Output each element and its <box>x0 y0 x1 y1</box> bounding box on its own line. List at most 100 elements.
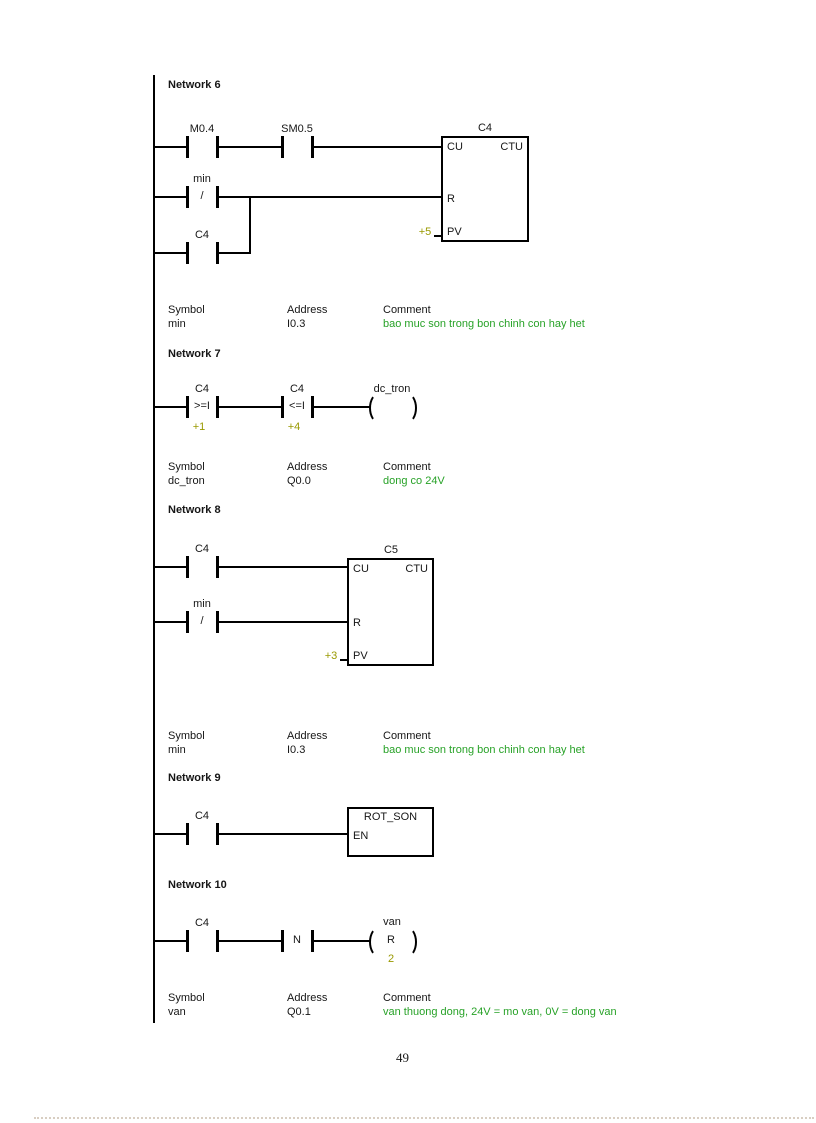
contact-bar <box>216 186 219 208</box>
compare-value-1: +1 <box>192 421 206 433</box>
contact-label-min: min <box>193 598 211 610</box>
wire-h <box>219 406 281 408</box>
td-comment: bao muc son trong bon chinh con hay het <box>383 744 585 756</box>
coil-right-arc <box>398 393 417 423</box>
contact-bar <box>186 611 189 633</box>
contact-bar <box>311 396 314 418</box>
compare-op-2: <=I <box>289 400 305 412</box>
contact-label-c4: C4 <box>194 810 210 822</box>
reset-coil-op: R <box>387 934 395 946</box>
coil-left-arc <box>369 927 388 957</box>
power-rail <box>153 75 155 1023</box>
wire-h <box>219 196 441 198</box>
td-address: Q0.1 <box>287 1006 311 1018</box>
counter-name: C5 <box>383 544 399 556</box>
th-symbol: Symbol <box>168 461 205 473</box>
td-address: I0.3 <box>287 744 306 756</box>
contact-bar <box>186 930 189 952</box>
wire-h <box>314 146 441 148</box>
pin-cu: CU <box>353 563 369 575</box>
td-comment: dong co 24V <box>383 475 445 487</box>
th-comment: Comment <box>383 304 431 316</box>
subroutine-name: ROT_SON <box>363 811 418 823</box>
counter-type: CTU <box>500 141 523 153</box>
contact-bar <box>216 242 219 264</box>
coil-label: dc_tron <box>373 383 411 395</box>
network-6-title: Network 6 <box>168 79 221 91</box>
th-address: Address <box>287 461 328 473</box>
contact-bar <box>186 823 189 845</box>
wire-h <box>314 406 371 408</box>
contact-bar <box>311 136 314 158</box>
footer-dotted-rule <box>34 1117 814 1119</box>
td-comment: van thuong dong, 24V = mo van, 0V = dong… <box>383 1006 617 1018</box>
coil-label: van <box>383 916 401 928</box>
counter-box-ctu: CU CTU R PV <box>347 558 434 666</box>
wire-h <box>219 833 347 835</box>
contact-label-sm05: SM0.5 <box>281 123 313 135</box>
th-symbol: Symbol <box>168 304 205 316</box>
pin-cu: CU <box>447 141 463 153</box>
contact-bar <box>186 396 189 418</box>
td-symbol: van <box>168 1006 186 1018</box>
th-symbol: Symbol <box>168 992 205 1004</box>
td-address: I0.3 <box>287 318 306 330</box>
wire-h <box>434 235 441 237</box>
nc-slash: / <box>200 615 204 627</box>
page-number: 49 <box>396 1050 409 1065</box>
network-10-title: Network 10 <box>168 879 227 891</box>
td-address: Q0.0 <box>287 475 311 487</box>
contact-bar <box>281 136 284 158</box>
td-symbol: dc_tron <box>168 475 205 487</box>
th-address: Address <box>287 730 328 742</box>
compare-op-1: >=I <box>194 400 210 412</box>
network-9-title: Network 9 <box>168 772 221 784</box>
th-symbol: Symbol <box>168 730 205 742</box>
th-address: Address <box>287 304 328 316</box>
td-symbol: min <box>168 318 186 330</box>
wire-h <box>155 252 186 254</box>
wire-h <box>219 940 281 942</box>
contact-label-c4: C4 <box>194 229 210 241</box>
contact-bar <box>216 556 219 578</box>
counter-box-ctu: CU CTU R PV <box>441 136 529 242</box>
td-symbol: min <box>168 744 186 756</box>
compare-operand-1: C4 <box>194 383 210 395</box>
pv-value: +3 <box>324 650 338 662</box>
subroutine-box: ROT_SON EN <box>347 807 434 857</box>
pin-en: EN <box>353 830 369 842</box>
wire-h <box>219 566 347 568</box>
wire-h <box>155 146 186 148</box>
td-comment: bao muc son trong bon chinh con hay het <box>383 318 585 330</box>
contact-bar <box>216 136 219 158</box>
contact-bar <box>186 136 189 158</box>
contact-bar <box>186 186 189 208</box>
wire-h <box>155 621 186 623</box>
network-7-title: Network 7 <box>168 348 221 360</box>
contact-bar <box>186 242 189 264</box>
contact-label-m04: M0.4 <box>189 123 215 135</box>
wire-h <box>155 196 186 198</box>
reset-coil-count: 2 <box>387 953 395 965</box>
coil-left-arc <box>369 393 388 423</box>
branch-wire <box>249 197 251 254</box>
wire-h <box>155 566 186 568</box>
th-address: Address <box>287 992 328 1004</box>
contact-label-c4: C4 <box>194 917 210 929</box>
contact-label-min: min <box>193 173 211 185</box>
contact-bar <box>216 396 219 418</box>
wire-h <box>219 621 347 623</box>
pin-r: R <box>353 617 361 629</box>
th-comment: Comment <box>383 730 431 742</box>
wire-h <box>155 833 186 835</box>
contact-label-c4: C4 <box>194 543 210 555</box>
pin-pv: PV <box>447 226 462 238</box>
contact-bar <box>216 823 219 845</box>
th-comment: Comment <box>383 461 431 473</box>
counter-name: C4 <box>477 122 493 134</box>
compare-operand-2: C4 <box>289 383 305 395</box>
network-8-title: Network 8 <box>168 504 221 516</box>
contact-bar <box>311 930 314 952</box>
wire-h <box>219 146 281 148</box>
